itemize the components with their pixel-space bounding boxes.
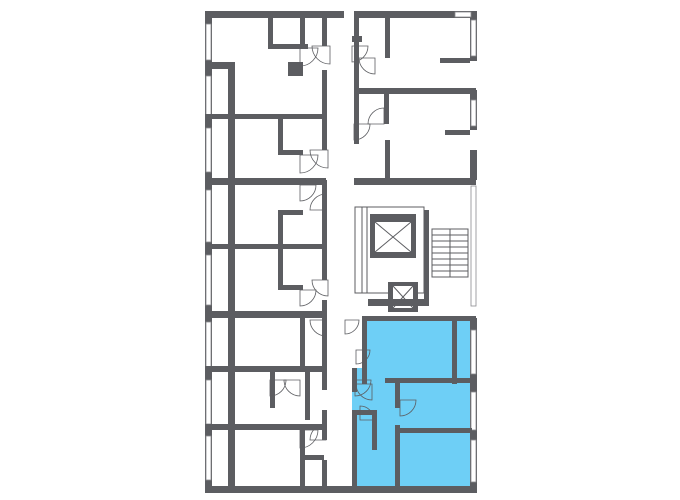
elevator-icon [388,282,418,312]
door-swing-icon [311,45,331,65]
door-swing-icon [399,399,417,417]
door-swing-icon [344,319,360,335]
door-swing-icon [309,193,327,211]
door-swing-icon [299,184,317,202]
right-units [352,11,476,185]
windows [205,11,477,483]
left-units [205,18,327,490]
door-swing-icon [309,423,327,441]
door-swing-icon [299,429,319,449]
door-swing-icon [355,383,373,401]
door-swing-icon [299,154,319,174]
door-swing-icon [367,107,385,125]
door-swing-icon [354,379,372,397]
door-swing-icon [299,47,319,67]
door-swing-icon [311,279,329,297]
door-swing-icon [283,379,301,397]
door-swing-icon [355,349,371,365]
door-swing-icon [269,45,417,449]
door-swing-icon [299,289,317,307]
elevator-icon [370,214,416,258]
door-swing-icon [309,149,329,169]
door-swing-icon [351,45,369,63]
door-swing-icon [309,319,327,337]
core [354,206,469,312]
door-swing-icon [358,57,376,75]
selected-apartment[interactable] [352,318,472,490]
stairs-icon [431,228,469,278]
door-swing-icon [359,405,375,421]
